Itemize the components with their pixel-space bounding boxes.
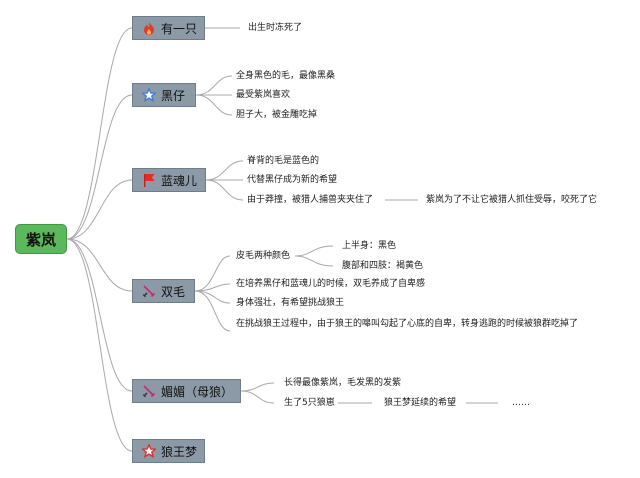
branch-label: 有一只	[161, 21, 198, 36]
branch-label: 黑仔	[161, 88, 186, 103]
branch-node-2[interactable]: 黑仔	[132, 83, 196, 107]
red-star-icon	[142, 444, 156, 458]
note: 上半身：黑色	[342, 241, 397, 251]
link-root-b5	[66, 238, 133, 452]
link-root-b3	[66, 238, 133, 292]
note: 代替黑仔成为新的希望	[247, 175, 338, 185]
red-flag-icon	[142, 173, 156, 187]
link-root-b2	[66, 179, 133, 240]
branch-label: 蓝魂儿	[161, 173, 198, 188]
swords-icon	[142, 384, 156, 398]
note: 由于莽撞，被猎人捕兽夹夹住了	[247, 195, 374, 205]
branch-node-3[interactable]: 蓝魂儿	[132, 168, 206, 192]
note: 脊背的毛是蓝色的	[247, 156, 320, 166]
note: 胆子大，被金雕吃掉	[236, 110, 318, 120]
flame-icon	[142, 21, 156, 35]
note: 在培养黑仔和蓝魂儿的时候，双毛养成了自卑感	[236, 279, 426, 289]
note: 在挑战狼王过程中，由于狼王的嗥叫勾起了心底的自卑，转身逃跑的时候被狼群吃掉了	[236, 319, 579, 329]
branch-label: 媚媚（母狼）	[161, 384, 234, 399]
link-root-b0	[66, 27, 133, 240]
branch-node-4[interactable]: 双毛	[132, 279, 195, 303]
note: 长得最像紫岚，毛发黑的发紫	[284, 378, 402, 388]
star-outline-icon	[142, 88, 156, 102]
branch-node-6[interactable]: 狼王梦	[132, 439, 205, 463]
link-root-b1	[66, 94, 133, 240]
swords-icon	[142, 284, 156, 298]
branch-node-5[interactable]: 媚媚（母狼）	[132, 379, 241, 403]
note: 狼王梦延续的希望	[384, 398, 457, 408]
note: 出生时冻死了	[248, 23, 303, 33]
note: 最受紫岚喜欢	[236, 90, 291, 100]
note: 生了5只狼崽	[284, 398, 335, 408]
note: ……	[512, 398, 530, 408]
root-node[interactable]: 紫岚	[15, 224, 67, 254]
note: 腹部和四肢：褐黄色	[342, 261, 424, 271]
note: 全身黑色的毛，最像黑桑	[236, 71, 336, 81]
branch-label: 双毛	[161, 284, 186, 299]
note: 紫岚为了不让它被猎人抓住受辱，咬死了它	[426, 195, 598, 205]
note: 身体强壮，有希望挑战狼王	[236, 298, 345, 308]
branch-node-1[interactable]: 有一只	[132, 16, 205, 40]
branch-label: 狼王梦	[161, 444, 198, 459]
root-label: 紫岚	[25, 230, 56, 249]
note: 皮毛两种颜色	[236, 251, 291, 261]
link-root-b4	[66, 238, 133, 392]
